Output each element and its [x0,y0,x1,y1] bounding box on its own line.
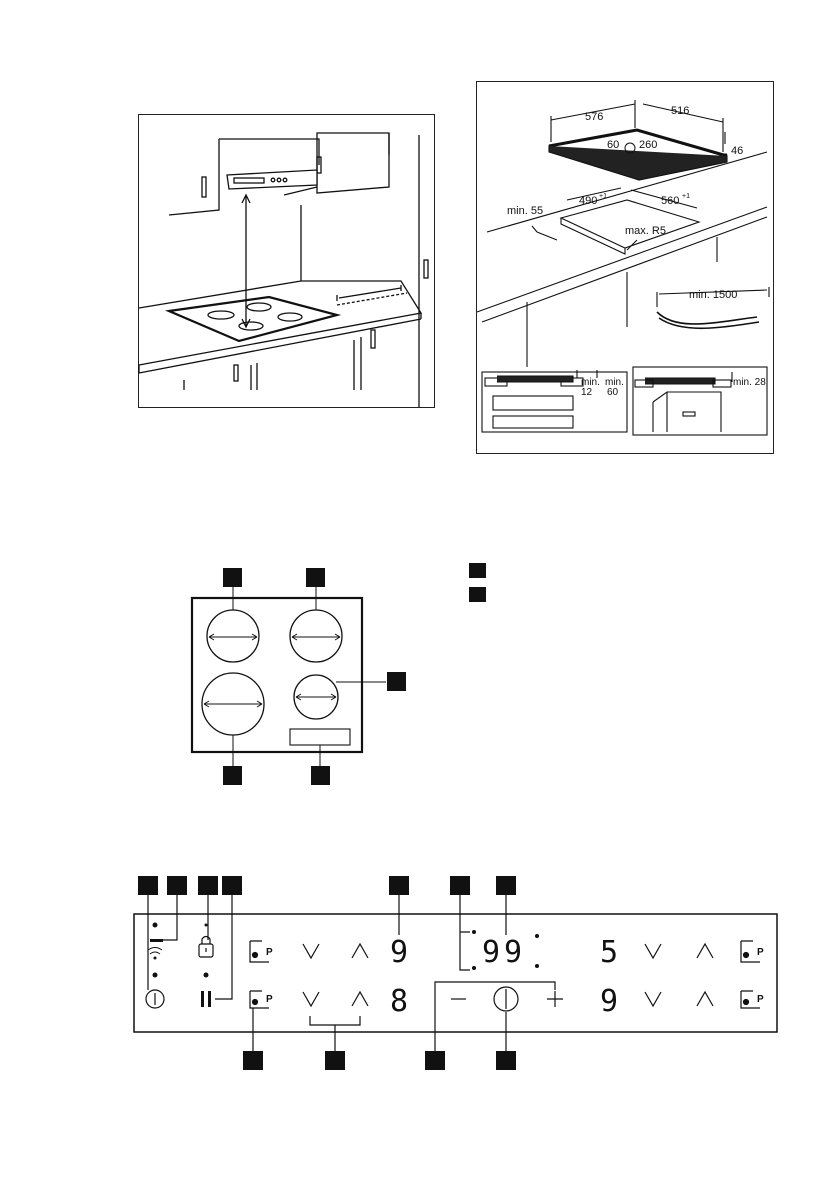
dim-min-28: min. 28 [733,377,766,388]
bridge-icon[interactable] [249,940,760,1009]
dim-height: 46 [731,145,743,157]
dim-min-12-label: min. [581,377,600,388]
down-arrow-icon[interactable] [302,991,320,1008]
display-front-right: 5 [600,935,618,970]
dim-min-12-value: 12 [581,387,593,398]
dim-min-60-value: 60 [607,387,619,398]
up-arrow-icon[interactable] [696,942,714,959]
plus-icon[interactable] [547,991,563,1007]
dim-inner-w: 60 [607,139,619,151]
dim-inner-d: 260 [639,139,657,151]
display-front-left: 9 [390,935,408,970]
dim-cutout-d-tol: +1 [682,193,690,200]
cutout-dimension-figure: 576 516 60 260 46 min. 55 490 +1 560 +1 … [476,81,774,454]
display-rear-left: 8 [390,984,408,1019]
callout-square [311,766,330,785]
display-timer: 99 [482,935,526,970]
down-arrow-icon[interactable] [644,991,662,1008]
dim-cutout-w-tol: +1 [599,193,607,200]
callout-square [223,568,242,587]
dim-min-60-label: min. [605,377,624,388]
letter-p: P [757,994,764,1005]
wifi-icon [147,947,163,960]
up-arrow-icon[interactable] [351,990,369,1007]
dim-cutout-d: 560 [661,195,679,207]
letter-p: P [266,947,273,958]
callout-square [223,766,242,785]
legend-square [469,563,486,578]
down-arrow-icon[interactable] [644,943,662,960]
hood-clearance-drawing [138,132,429,407]
dim-depth: 516 [671,105,689,117]
letter-p: P [266,994,273,1005]
callout-square [306,568,325,587]
power-icon[interactable] [145,989,165,1009]
up-arrow-icon[interactable] [696,990,714,1007]
dim-width: 576 [585,111,603,123]
hood-clearance-figure [138,114,435,408]
dim-min-front: min. 55 [507,205,543,217]
dim-cable: min. 1500 [689,289,737,301]
pause-icon[interactable] [201,991,211,1007]
callout-square [387,672,406,691]
dim-radius: max. R5 [625,225,666,237]
up-arrow-icon[interactable] [351,942,369,959]
timer-icon[interactable] [493,986,519,1012]
lock-icon[interactable] [198,935,214,958]
display-rear-right: 9 [600,984,618,1019]
down-arrow-icon[interactable] [302,943,320,960]
letter-p: P [757,947,764,958]
dim-cutout-w: 490 [579,195,597,207]
legend-square [469,587,486,602]
cutout-dimension-drawing: 576 516 60 260 46 min. 55 490 +1 560 +1 … [476,100,770,436]
